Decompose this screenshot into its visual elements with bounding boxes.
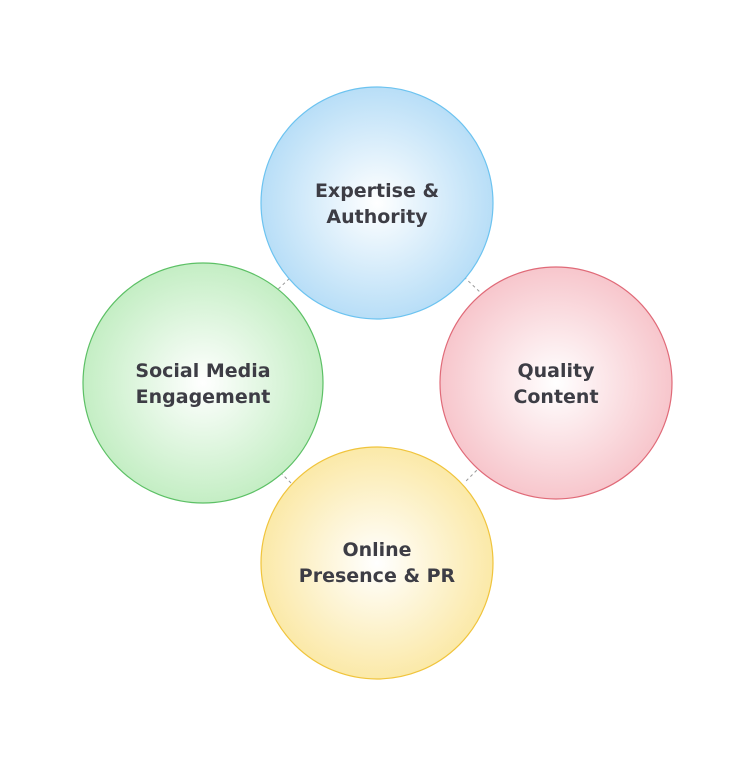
- circle-expertise-authority: [260, 86, 494, 320]
- node-online-presence: Online Presence & PR: [260, 446, 494, 680]
- circle-online-presence: [260, 446, 494, 680]
- label-expertise-line-2: Authority: [326, 206, 428, 228]
- label-online-line-1: Online: [342, 539, 411, 561]
- node-expertise-authority: Expertise & Authority: [260, 86, 494, 320]
- label-quality-line-2: Content: [513, 386, 598, 408]
- connector-quality-online: [463, 465, 482, 484]
- node-social-media: Social Media Engagement: [82, 262, 324, 504]
- label-social-line-1: Social Media: [135, 360, 270, 382]
- circle-quality-content: [439, 266, 673, 500]
- label-expertise-line-1: Expertise &: [315, 180, 439, 202]
- connector-social-expertise: [273, 276, 292, 294]
- node-quality-content: Quality Content: [439, 266, 673, 500]
- label-quality-line-1: Quality: [518, 360, 596, 382]
- label-social-line-2: Engagement: [136, 386, 271, 408]
- label-online-line-2: Presence & PR: [299, 565, 456, 587]
- connector-expertise-quality: [463, 276, 482, 294]
- circle-social-media: [82, 262, 324, 504]
